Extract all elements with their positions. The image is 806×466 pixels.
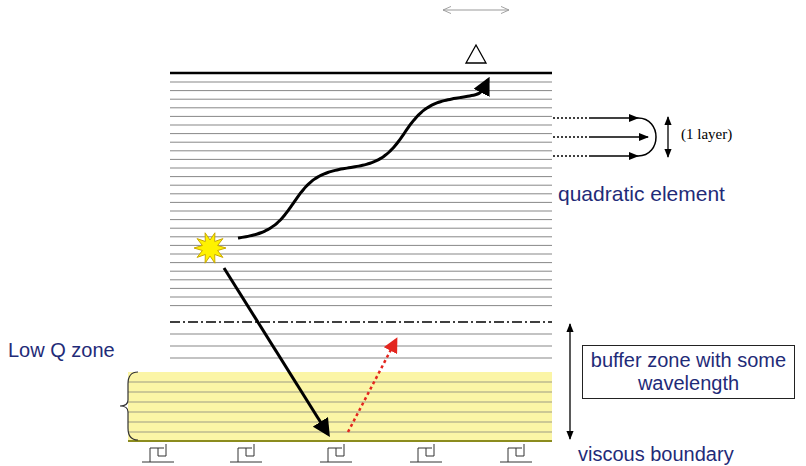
wave-ray [238,80,488,238]
layer-lines [170,82,552,358]
motion-arrow [443,10,509,11]
zone-boundary [170,321,552,322]
brace [120,372,138,440]
viscous-boundary-line [128,440,552,442]
dashpot-symbols [142,444,532,462]
layer-label: (1 layer) [681,126,732,143]
zone-box: buffer zone with some wavelength [582,345,795,399]
reflected-ray [348,340,396,432]
down-ray [224,268,328,434]
band-layer-lines [128,382,552,432]
boundary-label: viscous boundary [578,443,734,465]
quadratic-element-sketch [553,117,668,157]
source-star [194,233,226,263]
free-surface [170,72,552,75]
buffer-extent-arrow [569,324,570,439]
low-q-band [128,372,552,441]
box-text: buffer zone with some wavelength [589,349,788,395]
zone-label: Low Q zone [8,339,115,361]
receiver-triangle [466,45,486,63]
element-label: quadratic element [558,182,725,205]
